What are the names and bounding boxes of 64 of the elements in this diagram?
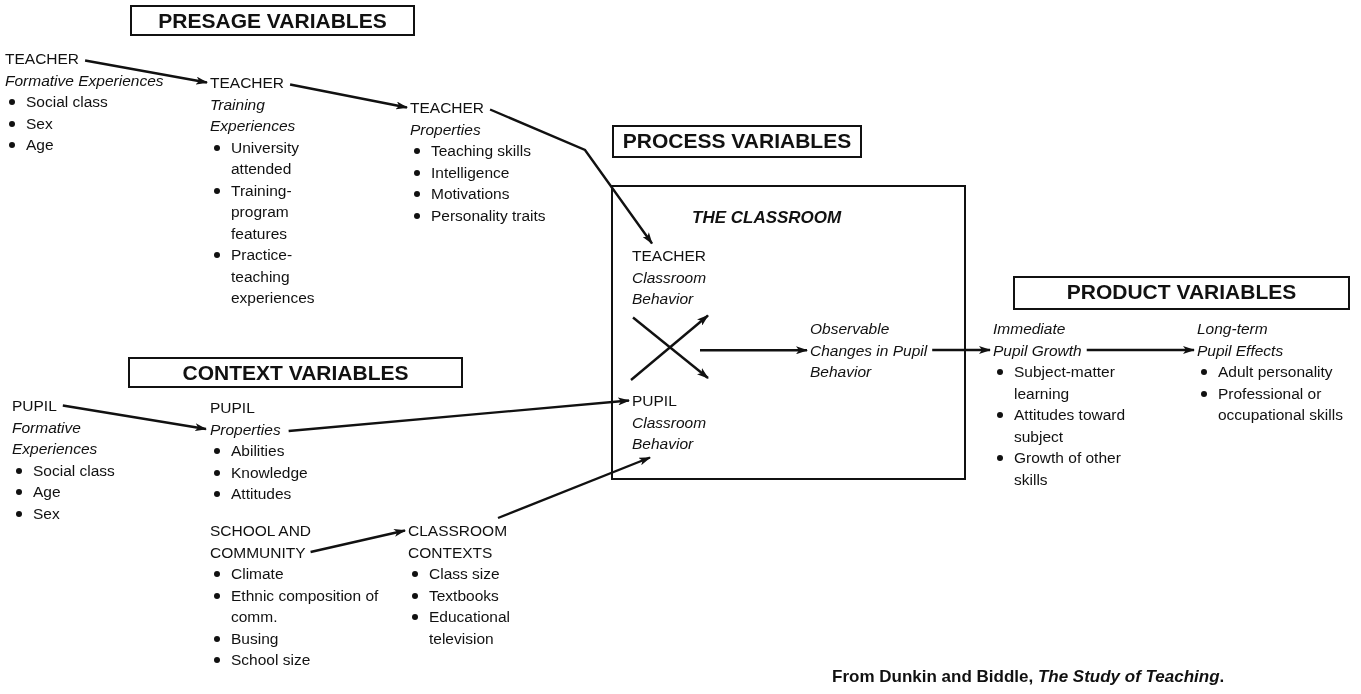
- bullet-item: Practice-teaching experiences: [210, 244, 340, 309]
- arrow: [288, 397, 630, 433]
- arrow: [84, 59, 208, 85]
- node-heading: PUPIL: [632, 391, 678, 411]
- classroom-frame: [611, 185, 966, 480]
- node-subheading: Formative Experiences: [12, 417, 99, 459]
- node-heading: TEACHER: [5, 49, 81, 69]
- bullet-item: Adult personality: [1197, 361, 1357, 383]
- arrow: [289, 83, 408, 110]
- arrow: [310, 529, 406, 554]
- bullet-item: Climate: [210, 563, 390, 585]
- bullet-item: Abilities: [210, 440, 370, 462]
- node-heading: PUPIL: [210, 398, 256, 418]
- node-heading: PUPIL: [12, 396, 58, 416]
- bullet-item: Age: [12, 481, 162, 503]
- section-heading-box: PRESAGE VARIABLES: [130, 5, 415, 36]
- bullet-item: Motivations: [410, 183, 560, 205]
- bullet-item: Class size: [408, 563, 538, 585]
- node-heading: TEACHER: [210, 73, 286, 93]
- bullet-item: Age: [5, 134, 165, 156]
- bullet-item: Training-program features: [210, 179, 340, 244]
- bullet-item: School size: [210, 649, 390, 671]
- arrow: [497, 456, 651, 520]
- bullet-item: Teaching skills: [410, 140, 560, 162]
- node-heading: TEACHER: [410, 98, 486, 118]
- arrow: [62, 404, 207, 432]
- bullet-item: Ethnic composition of comm.: [210, 584, 390, 628]
- bullet-item: Growth of other skills: [993, 447, 1143, 490]
- bullet-item: Attitudes toward subject: [993, 404, 1143, 447]
- bullet-item: Textbooks: [408, 584, 538, 606]
- section-heading-box: CONTEXT VARIABLES: [128, 357, 463, 388]
- node-heading: TEACHER: [632, 246, 708, 266]
- frame-title: THE CLASSROOM: [692, 207, 842, 229]
- node-subheading: Classroom Behavior: [632, 412, 708, 454]
- node-subheading: Classroom Behavior: [632, 267, 708, 309]
- arrow: [1086, 346, 1195, 354]
- bullet-item: Busing: [210, 627, 390, 649]
- section-heading-box: PRODUCT VARIABLES: [1013, 276, 1350, 310]
- bullet-item: Educational television: [408, 606, 538, 649]
- node-subheading: Formative Experiences: [5, 70, 165, 91]
- section-heading-box: PROCESS VARIABLES: [612, 125, 862, 158]
- bullet-item: Subject-matter learning: [993, 361, 1143, 404]
- node-subheading: Immediate Pupil Growth: [993, 319, 1083, 361]
- node-subheading: Long-term Pupil Effects: [1197, 319, 1285, 361]
- node-subheading: Training Experiences: [210, 94, 297, 136]
- source-caption: From Dunkin and Biddle, The Study of Teaching.: [832, 666, 1225, 688]
- bullet-item: Professional or occupational skills: [1197, 382, 1357, 426]
- bullet-item: Knowledge: [210, 461, 370, 483]
- node-subheading: Observable Changes in Pupil Behavior: [810, 319, 928, 382]
- node-subheading: Properties: [410, 119, 482, 140]
- node-subheading: Properties: [210, 419, 282, 440]
- bullet-item: Sex: [12, 502, 162, 524]
- bullet-item: Attitudes: [210, 483, 370, 505]
- bullet-item: Social class: [12, 459, 162, 481]
- arrow: [700, 346, 808, 355]
- node-heading: CLASSROOM CONTEXTS: [408, 521, 509, 563]
- arrow: [932, 346, 991, 354]
- arrow: [489, 108, 653, 245]
- bullet-item: Intelligence: [410, 161, 560, 183]
- node-heading: SCHOOL AND COMMUNITY: [210, 521, 313, 563]
- bullet-item: Personality traits: [410, 204, 560, 226]
- bullet-item: Social class: [5, 91, 165, 113]
- bullet-item: Sex: [5, 112, 165, 134]
- bullet-item: University attended: [210, 136, 340, 180]
